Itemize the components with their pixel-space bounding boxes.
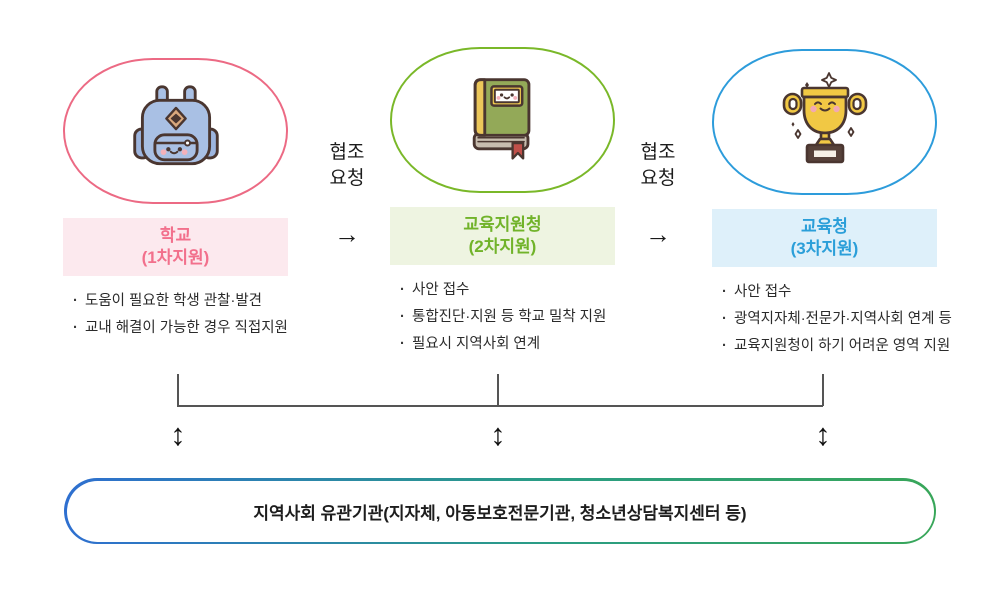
support-oval (390, 47, 615, 193)
bidirectional-arrow-icon: ↕ (815, 417, 831, 452)
bullet-text: 필요시 지역사회 연계 (412, 336, 541, 352)
school-subtitle: (1차지원) (141, 248, 210, 267)
bullet-dot: · (73, 320, 78, 336)
trophy-icon (782, 72, 867, 164)
list-item: · 필요시 지역사회 연계 (400, 334, 615, 354)
office-oval (712, 49, 937, 195)
bracket-line-horizontal (177, 405, 823, 407)
office-title-box: 교육청 (3차지원) (712, 209, 937, 267)
connector-label-line1: 협조 (329, 142, 365, 163)
bullet-dot: · (722, 338, 727, 354)
list-item: · 도움이 필요한 학생 관찰·발견 (73, 291, 288, 311)
right-arrow-icon: → (334, 219, 360, 249)
bracket-line-left (177, 374, 179, 406)
list-item: · 사안 접수 (722, 282, 937, 302)
bullet-text: 통합진단·지원 등 학교 밀착 지원 (412, 309, 607, 325)
office-bullet-list: · 사안 접수 · 광역지자체·전문가·지역사회 연계 등 · 교육지원청이 하기 어… (712, 282, 952, 356)
connector-label-line1: 협조 (640, 142, 676, 163)
support-title-box: 교육지원청 (2차지원) (390, 207, 615, 265)
right-arrow-icon: → (645, 219, 671, 249)
school-bullet-list: · 도움이 필요한 학생 관찰·발견 · 교내 해결이 가능한 경우 직접지원 (63, 291, 288, 338)
bullet-text: 교내 해결이 가능한 경우 직접지원 (85, 320, 288, 336)
bullet-dot: · (73, 293, 78, 309)
backpack-icon (132, 85, 219, 166)
support-title: 교육지원청 (463, 215, 542, 234)
list-item: · 교내 해결이 가능한 경우 직접지원 (73, 318, 288, 338)
bullet-text: 교육지원청이 하기 어려운 영역 지원 (734, 338, 951, 354)
bullet-dot: · (722, 284, 727, 300)
school-oval (63, 58, 288, 204)
bullet-dot: · (400, 309, 405, 325)
bullet-dot: · (722, 311, 727, 327)
bullet-text: 광역지자체·전문가·지역사회 연계 등 (734, 311, 952, 327)
bidirectional-arrow-icon: ↕ (170, 417, 186, 452)
bullet-dot: · (400, 336, 405, 352)
column-education-office: 교육청 (3차지원) · 사안 접수 · 광역지자체·전문가·지역사회 연계 등 ·… (712, 49, 952, 363)
school-title-box: 학교 (1차지원) (63, 218, 288, 276)
list-item: · 통합진단·지원 등 학교 밀착 지원 (400, 307, 615, 327)
school-title: 학교 (159, 226, 192, 245)
list-item: · 교육지원청이 하기 어려운 영역 지원 (722, 336, 950, 356)
book-icon (472, 78, 530, 160)
bracket-line-middle (497, 374, 499, 406)
community-agencies-label: 지역사회 유관기관(지자체, 아동보호전문기관, 청소년상담복지센터 등) (253, 503, 747, 523)
list-item: · 광역지자체·전문가·지역사회 연계 등 (722, 309, 952, 329)
support-bullet-list: · 사안 접수 · 통합진단·지원 등 학교 밀착 지원 · 필요시 지역사회 연계 (390, 280, 615, 354)
community-agencies-banner-inner: 지역사회 유관기관(지자체, 아동보호전문기관, 청소년상담복지센터 등) (66, 480, 934, 542)
column-school: 학교 (1차지원) · 도움이 필요한 학생 관찰·발견 · 교내 해결이 가능한 … (63, 58, 288, 345)
list-item: · 사안 접수 (400, 280, 615, 300)
bullet-text: 도움이 필요한 학생 관찰·발견 (85, 293, 262, 309)
bracket-line-right (822, 374, 824, 406)
bullet-text: 사안 접수 (734, 284, 792, 300)
cooperation-request-1: 협조 요청 → (315, 140, 379, 250)
office-title: 교육청 (801, 217, 848, 236)
column-education-support-office: 교육지원청 (2차지원) · 사안 접수 · 통합진단·지원 등 학교 밀착 지원 … (390, 47, 615, 361)
connector-label-line2: 요청 (640, 168, 676, 189)
support-subtitle: (2차지원) (468, 237, 537, 256)
bullet-text: 사안 접수 (412, 282, 470, 298)
community-agencies-banner: 지역사회 유관기관(지자체, 아동보호전문기관, 청소년상담복지센터 등) (64, 478, 936, 544)
bullet-dot: · (400, 282, 405, 298)
office-subtitle: (3차지원) (790, 239, 859, 258)
bidirectional-arrow-icon: ↕ (490, 417, 506, 452)
cooperation-request-2: 협조 요청 → (626, 140, 690, 250)
connector-label-line2: 요청 (329, 168, 365, 189)
